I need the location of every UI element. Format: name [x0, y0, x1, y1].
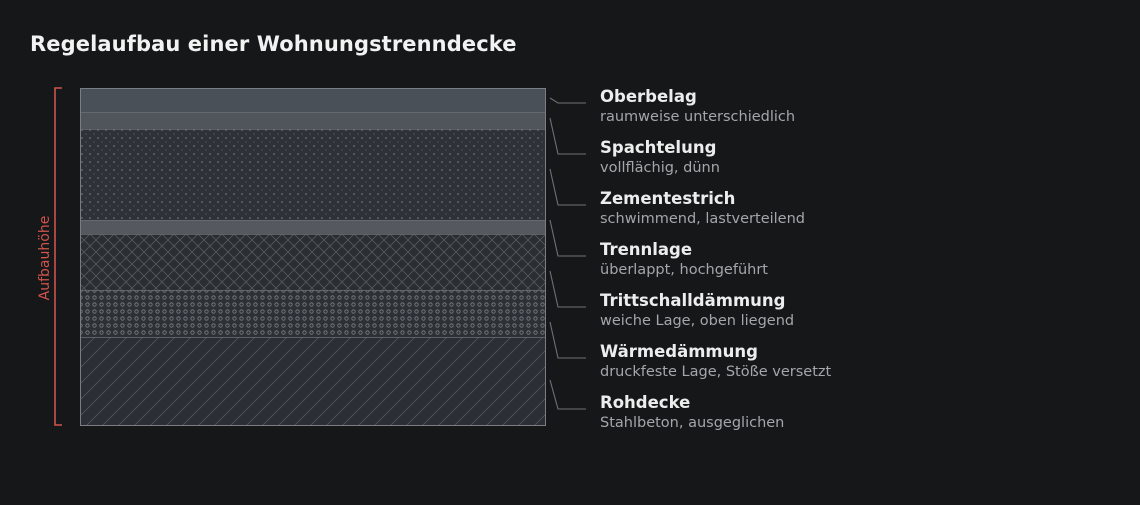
leader-line-spachtelung: [549, 117, 586, 155]
leader-line-rohdecke: [549, 379, 586, 410]
layer-oberbelag: [80, 88, 545, 112]
layer-label-zementestrich: Zementestrich schwimmend, lastverteilend: [600, 188, 805, 229]
layer-label-trittschalldaemmung: Trittschalldämmung weiche Lage, oben lieg…: [600, 290, 794, 331]
layer-description: weiche Lage, oben liegend: [600, 313, 795, 329]
layer-name: Spachtelung: [600, 138, 717, 157]
leader-line-waermedaemmung: [549, 321, 586, 359]
height-label: Aufbauhöhe: [37, 216, 53, 301]
layer-name: Trittschalldämmung: [600, 291, 786, 310]
leader-line-trittschalldaemmung: [549, 270, 586, 308]
layer-description: vollflächig, dünn: [600, 160, 720, 176]
layer-label-oberbelag: Oberbelag raumweise unterschiedlich: [600, 86, 795, 127]
layer-trennlage: [80, 220, 545, 234]
layer-rohdecke-hatch: [80, 337, 545, 425]
leader-line-trennlage: [549, 219, 586, 257]
layer-name: Trennlage: [600, 240, 693, 259]
layer-name: Rohdecke: [600, 393, 691, 412]
layer-trittschalldaemmung-hatch: [80, 234, 545, 290]
layer-description: raumweise unterschiedlich: [600, 109, 796, 125]
layer-description: überlappt, hochgeführt: [600, 262, 768, 278]
leader-line-oberbelag: [549, 97, 586, 104]
layer-name: Oberbelag: [600, 87, 697, 106]
leader-lines: [549, 97, 586, 410]
height-bracket: [54, 87, 62, 426]
layer-spachtelung: [80, 112, 545, 129]
layer-waermedaemmung-hatch: [80, 290, 545, 337]
layer-stack: [80, 88, 545, 425]
page-title: Regelaufbau einer Wohnungstrenndecke: [30, 32, 517, 56]
leader-line-zementestrich: [549, 168, 586, 206]
layer-description: druckfeste Lage, Stöße versetzt: [600, 364, 832, 380]
stack-outline: [80, 88, 546, 426]
layer-description: Stahlbeton, ausgeglichen: [600, 415, 785, 431]
layer-label-spachtelung: Spachtelung vollflächig, dünn: [600, 137, 720, 178]
layer-label-waermedaemmung: Wärmedämmung druckfeste Lage, Stöße verse…: [600, 341, 831, 382]
layer-name: Zementestrich: [600, 189, 736, 208]
layer-label-trennlage: Trennlage überlappt, hochgeführt: [600, 239, 768, 280]
height-dimension: Aufbauhöhe: [37, 87, 62, 426]
layer-zementestrich-hatch: [80, 129, 545, 220]
layer-name: Wärmedämmung: [600, 342, 758, 361]
layer-description: schwimmend, lastverteilend: [600, 211, 805, 227]
